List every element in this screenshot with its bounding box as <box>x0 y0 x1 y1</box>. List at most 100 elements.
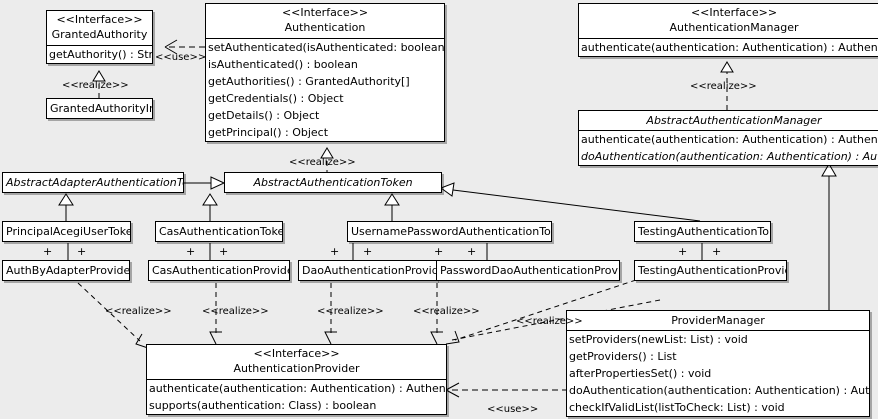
assoc-marker-plus: + <box>219 245 229 258</box>
class-testing-authentication-provider[interactable]: TestingAuthenticationProvider <box>634 260 787 281</box>
class-name: AuthByAdapterProvider <box>6 264 130 277</box>
edge-label-realize-auth-by-adapter: <<realize>> <box>105 306 172 317</box>
class-name: ProviderManager <box>671 314 765 327</box>
class-password-dao-authentication-provider[interactable]: PasswordDaoAuthenticationProvider <box>436 260 620 281</box>
class-header: TestingAuthenticationToken <box>635 222 770 241</box>
operation: authenticate(authentication: Authenticat… <box>581 133 878 146</box>
compartment-divider <box>47 45 152 46</box>
class-name: AuthenticationManager <box>669 21 799 34</box>
class-name: AbstractAuthenticationManager <box>646 114 822 127</box>
edge-providermanager-extends-abstractauthenticationmanager <box>821 163 837 310</box>
class-name: CasAuthenticationProvider <box>152 264 290 277</box>
assoc-marker-plus: + <box>434 245 444 258</box>
operation: supports(authentication: Class) : boolea… <box>149 399 377 412</box>
class-name: PasswordDaoAuthenticationProvider <box>440 264 620 277</box>
operation: authenticate(authentication: Authenticat… <box>149 382 446 395</box>
class-abstract-authentication-token[interactable]: AbstractAuthenticationToken <box>224 172 442 193</box>
operation: getCredentials() : Object <box>208 92 344 105</box>
class-cas-authentication-provider[interactable]: CasAuthenticationProvider <box>148 260 290 281</box>
class-header: PasswordDaoAuthenticationProvider <box>437 261 619 280</box>
operation: authenticate(authentication: Authenticat… <box>581 41 878 54</box>
operation: getProviders() : List <box>569 350 677 363</box>
class-provider-manager[interactable]: ProviderManager setProviders(newList: Li… <box>566 310 870 417</box>
operations-compartment: authenticate(authentication: Authenticat… <box>147 380 446 414</box>
edge-label-realize-testing-provider: <<realize>> <box>516 316 583 327</box>
class-cas-authentication-token[interactable]: CasAuthenticationToken <box>155 221 283 242</box>
operation: afterPropertiesSet() : void <box>569 367 712 380</box>
edge-label-use-granted-authority: <<use>> <box>155 52 207 63</box>
edge-label-realize-cas-provider: <<realize>> <box>202 306 269 317</box>
compartment-divider <box>579 38 878 39</box>
class-authentication-manager[interactable]: <<Interface>> AuthenticationManager auth… <box>578 3 878 57</box>
class-header: AuthByAdapterProvider <box>3 261 129 280</box>
stereotype-label: <<Interface>> <box>690 6 778 19</box>
class-header: GrantedAuthorityImpl <box>47 99 152 118</box>
class-username-password-authentication-token[interactable]: UsernamePasswordAuthenticationToken <box>347 221 552 242</box>
class-header: AbstractAdapterAuthenticationToken <box>3 173 183 192</box>
class-name: UsernamePasswordAuthenticationToken <box>351 225 552 238</box>
compartment-divider <box>206 38 444 39</box>
stereotype-label: <<Interface>> <box>281 6 369 19</box>
assoc-marker-plus: + <box>43 245 53 258</box>
class-auth-by-adapter-provider[interactable]: AuthByAdapterProvider <box>2 260 130 281</box>
class-authentication-provider[interactable]: <<Interface>> AuthenticationProvider aut… <box>146 344 447 415</box>
operations-compartment: setProviders(newList: List) : void getPr… <box>567 331 869 416</box>
compartment-divider <box>147 379 446 380</box>
assoc-marker-plus: + <box>186 245 196 258</box>
operations-compartment: getAuthority() : String <box>47 46 152 63</box>
assoc-marker-plus: + <box>77 245 87 258</box>
class-header: PrincipalAcegiUserToken <box>3 222 130 241</box>
class-header: CasAuthenticationProvider <box>149 261 289 280</box>
class-header: CasAuthenticationToken <box>156 222 282 241</box>
operation: getPrincipal() : Object <box>208 126 329 139</box>
class-granted-authority-impl[interactable]: GrantedAuthorityImpl <box>46 98 153 119</box>
operations-compartment: authenticate(authentication: Authenticat… <box>579 39 878 56</box>
operation: setAuthenticated(isAuthenticated: boolea… <box>208 41 444 54</box>
edge-principalacegiusertoken-extends-abstractadaptertoken <box>58 193 74 221</box>
edge-testingauthenticationtoken-extends-abstracttoken <box>439 182 701 222</box>
class-name: AuthenticationProvider <box>233 362 360 375</box>
class-authentication[interactable]: <<Interface>> Authentication setAuthenti… <box>205 3 445 142</box>
class-header: TestingAuthenticationProvider <box>635 261 786 280</box>
operation: checkIfValidList(listToCheck: List) : vo… <box>569 401 785 414</box>
operation: doAuthentication(authentication: Authent… <box>581 150 878 163</box>
operation: isAuthenticated() : boolean <box>208 58 358 71</box>
class-abstract-adapter-authentication-token[interactable]: AbstractAdapterAuthenticationToken <box>2 172 184 193</box>
stereotype-label: <<Interface>> <box>56 13 143 26</box>
edge-abstractadaptertoken-extends-abstracttoken <box>184 176 226 190</box>
class-name: Authentication <box>284 21 366 34</box>
operations-compartment: setAuthenticated(isAuthenticated: boolea… <box>206 39 444 141</box>
edge-casauthenticationtoken-extends-abstracttoken <box>202 193 218 221</box>
class-dao-authentication-provider[interactable]: DaoAuthenticationProvider <box>298 260 437 281</box>
class-header: DaoAuthenticationProvider <box>299 261 436 280</box>
class-name: TestingAuthenticationToken <box>638 225 770 238</box>
class-header: <<Interface>> AuthenticationManager <box>579 4 878 38</box>
operation: getDetails() : Object <box>208 109 320 122</box>
edge-usernamepasswordtoken-extends-abstracttoken <box>384 193 400 221</box>
operations-compartment: authenticate(authentication: Authenticat… <box>579 131 878 165</box>
class-principal-acegi-user-token[interactable]: PrincipalAcegiUserToken <box>2 221 131 242</box>
operation: getAuthorities() : GrantedAuthority[] <box>208 75 410 88</box>
compartment-divider <box>567 330 869 331</box>
class-header: <<Interface>> AuthenticationProvider <box>147 345 446 379</box>
class-name: DaoAuthenticationProvider <box>302 264 437 277</box>
stereotype-label: <<Interface>> <box>253 347 340 360</box>
edge-label-realize-granted-authority-impl: <<realize>> <box>62 80 129 91</box>
class-testing-authentication-token[interactable]: TestingAuthenticationToken <box>634 221 771 242</box>
class-granted-authority[interactable]: <<Interface>> GrantedAuthority getAuthor… <box>46 10 153 64</box>
class-header: <<Interface>> Authentication <box>206 4 444 38</box>
operation: setProviders(newList: List) : void <box>569 333 748 346</box>
class-abstract-authentication-manager[interactable]: AbstractAuthenticationManager authentica… <box>578 110 878 166</box>
class-name: AbstractAuthenticationToken <box>253 176 413 189</box>
class-header: AbstractAuthenticationToken <box>225 173 441 192</box>
class-header: UsernamePasswordAuthenticationToken <box>348 222 551 241</box>
operation: getAuthority() : String <box>49 48 152 61</box>
edge-label-realize-abstract-authentication-token: <<realize>> <box>289 157 356 168</box>
assoc-marker-plus: + <box>712 245 722 258</box>
class-name: TestingAuthenticationProvider <box>638 264 787 277</box>
edge-label-realize-dao-provider: <<realize>> <box>317 306 384 317</box>
edge-label-realize-password-dao-provider: <<realize>> <box>413 306 480 317</box>
assoc-marker-plus: + <box>678 245 688 258</box>
edge-label-use-provider-manager: <<use>> <box>487 404 539 415</box>
